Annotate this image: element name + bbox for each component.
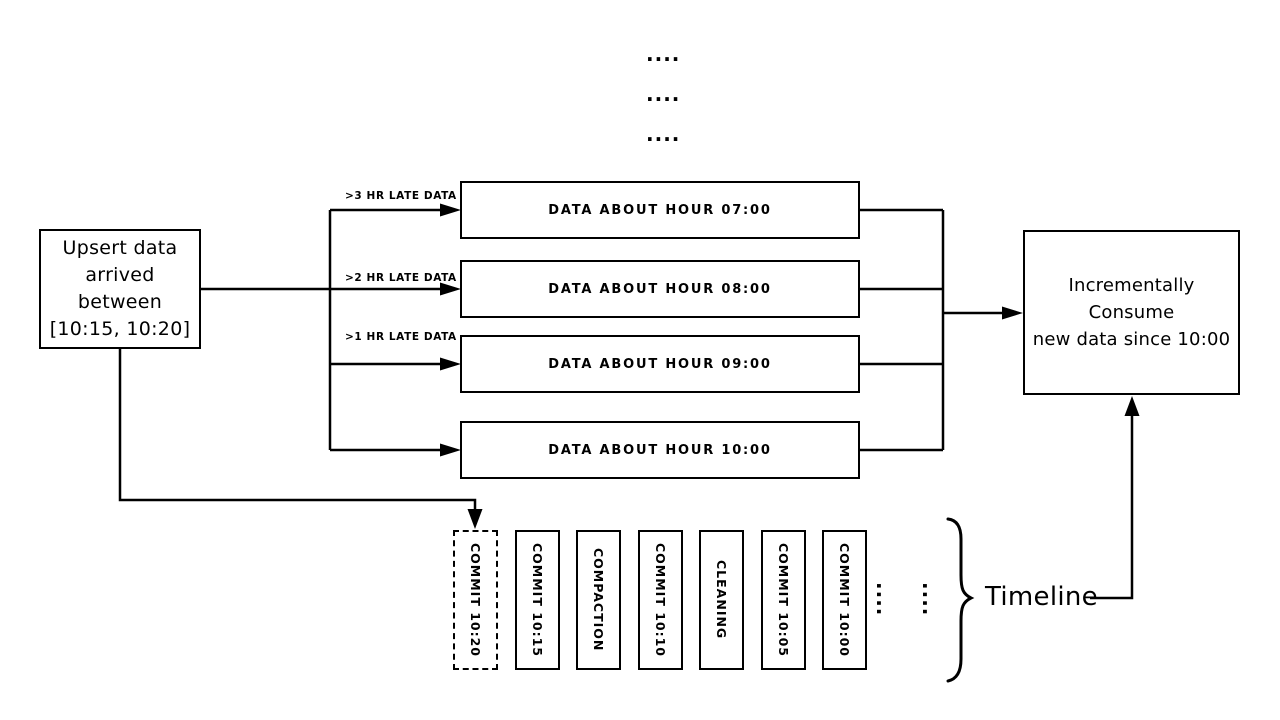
arrowhead-hour-10 [440,443,461,457]
upsert-line-2: arrived between [77,264,163,313]
upsert-to-branch-line [201,210,332,450]
timeline-box-commit-1000-label: COMMIT 10:00 [837,543,852,657]
top-ellipsis-3: .... [646,122,681,146]
consume-line-1: Incrementally Consume [1068,275,1195,323]
arrowhead-hour-09 [440,357,461,371]
arrowhead-hour-08 [440,282,461,296]
upsert-to-commit-line [118,349,477,511]
timeline-box-commit-1020-label: COMMIT 10:20 [468,543,483,657]
timeline-ellipsis-1: .... [872,582,896,617]
timeline-to-consume-line [1090,414,1134,600]
timeline-box-cleaning-label: CLEANING [714,560,729,640]
timeline-box-compaction-label: COMPACTION [591,548,606,652]
timeline-label: Timeline [985,582,1098,612]
hour-box-0700: DATA ABOUT HOUR 07:00 [460,181,860,239]
timeline-box-commit-1005: COMMIT 10:05 [761,530,806,670]
timeline-ellipsis-2: .... [918,582,942,617]
hour-box-0700-label: DATA ABOUT HOUR 07:00 [548,202,772,218]
timeline-box-commit-1005-label: COMMIT 10:05 [776,543,791,657]
timeline-box-commit-1010-label: COMMIT 10:10 [653,543,668,657]
arrowhead-consume [1002,306,1023,320]
hour-box-0800: DATA ABOUT HOUR 08:00 [460,260,860,318]
timeline-box-commit-1000: COMMIT 10:00 [822,530,867,670]
top-ellipsis-1: .... [646,42,681,66]
timeline-box-commit-1015-label: COMMIT 10:15 [530,543,545,657]
hour-box-1000-label: DATA ABOUT HOUR 10:00 [548,442,772,458]
arrowhead-hour-07 [440,203,461,217]
timeline-box-commit-1015: COMMIT 10:15 [515,530,560,670]
hourbox-to-merge-lines [860,208,945,452]
hour-box-0900: DATA ABOUT HOUR 09:00 [460,335,860,393]
timeline-box-commit-1020: COMMIT 10:20 [453,530,498,670]
timeline-brace [946,517,975,683]
upsert-data-box: Upsert data arrived between [10:15, 10:2… [39,229,201,349]
arrowhead-commit-1020 [467,509,483,529]
upsert-line-1: Upsert data [62,237,178,259]
branch-arrow-lines [330,208,442,452]
late-data-label-3hr: >3 HR LATE DATA [345,190,457,202]
late-data-label-2hr: >2 HR LATE DATA [345,272,457,284]
timeline-box-compaction: COMPACTION [576,530,621,670]
upsert-line-3: [10:15, 10:20] [49,318,191,340]
hour-box-0800-label: DATA ABOUT HOUR 08:00 [548,281,772,297]
incremental-consume-box: Incrementally Consume new data since 10:… [1023,230,1240,395]
timeline-box-cleaning: CLEANING [699,530,744,670]
late-data-label-1hr: >1 HR LATE DATA [345,331,457,343]
arrowhead-consume-bottom [1124,396,1140,416]
hour-box-0900-label: DATA ABOUT HOUR 09:00 [548,356,772,372]
timeline-box-commit-1010: COMMIT 10:10 [638,530,683,670]
consume-line-2: new data since 10:00 [1032,329,1231,350]
hour-box-1000: DATA ABOUT HOUR 10:00 [460,421,860,479]
top-ellipsis-2: .... [646,82,681,106]
